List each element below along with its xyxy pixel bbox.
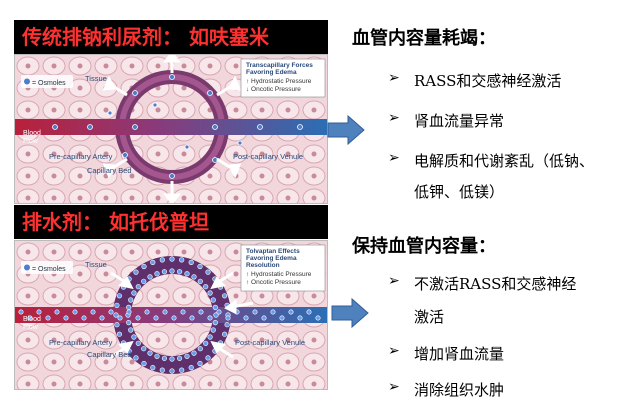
- arrow-bullet-icon: ➢: [388, 150, 400, 166]
- diagram-edema-forces: = Osmoles Tissue Blood Flow Pre-capillar…: [14, 54, 328, 204]
- info-title-1: Tolvaptan Effects: [246, 248, 300, 255]
- heading-volume-depletion: 血管内容量耗竭：: [352, 28, 496, 49]
- label-pre-capillary-artery: Pre-capillary Artery: [49, 152, 113, 161]
- info-title-2: Favoring Edema: [246, 69, 297, 76]
- arrow-bullet-icon: ➢: [388, 110, 400, 126]
- info-title-2: Favoring Edema: [246, 255, 297, 262]
- label-post-capillary-venule: Post-capillary Venule: [233, 152, 303, 161]
- label-blood-flow-1: Blood: [23, 130, 41, 137]
- label-post-capillary-venule: Post-capillary Venule: [235, 338, 305, 347]
- info-title-1: Transcapillary Forces: [246, 62, 313, 69]
- banner-loop-diuretic: 传统排钠利尿剂： 如呋塞米: [14, 20, 328, 54]
- arrow-bullet-icon: ➢: [388, 70, 400, 86]
- info-title-3: Resolution: [246, 262, 280, 269]
- label-pre-capillary-artery: Pre-capillary Artery: [49, 338, 113, 347]
- label-blood-flow-2: Flow: [23, 138, 39, 145]
- label-capillary-bed: Capillary Bed: [87, 166, 132, 175]
- label-tissue: Tissue: [85, 260, 107, 269]
- label-capillary-bed: Capillary Bed: [87, 350, 132, 359]
- right-arrow-icon: [331, 297, 369, 329]
- heading-maintain-volume: 保持血管内容量：: [352, 236, 496, 257]
- label-blood-flow-2: Flow: [23, 324, 39, 331]
- info-line-2: ↓ Oncotic Pressure: [246, 86, 301, 93]
- info-line-2: ↑ Oncotic Pressure: [246, 279, 301, 286]
- legend-osmoles: = Osmoles: [32, 80, 66, 87]
- right-arrow-icon: [327, 114, 365, 146]
- arrow-bullet-icon: ➢: [388, 379, 400, 395]
- label-tissue: Tissue: [85, 74, 107, 83]
- capillary-diagram-2: = Osmoles Tissue Blood Flow Pre-capillar…: [15, 241, 327, 389]
- info-line-1: ↑ Hydrostatic Pressure: [246, 78, 312, 85]
- capillary-diagram-1: = Osmoles Tissue Blood Flow Pre-capillar…: [15, 55, 327, 203]
- banner-aquaretic: 排水剂： 如托伐普坦: [14, 205, 328, 239]
- arrow-bullet-icon: ➢: [388, 343, 400, 359]
- label-blood-flow-1: Blood: [23, 316, 41, 323]
- diagram-tolvaptan-effects: = Osmoles Tissue Blood Flow Pre-capillar…: [14, 240, 328, 390]
- legend-osmoles: = Osmoles: [32, 266, 66, 273]
- info-line-1: ↑ Hydrostatic Pressure: [246, 271, 312, 278]
- arrow-bullet-icon: ➢: [388, 273, 400, 289]
